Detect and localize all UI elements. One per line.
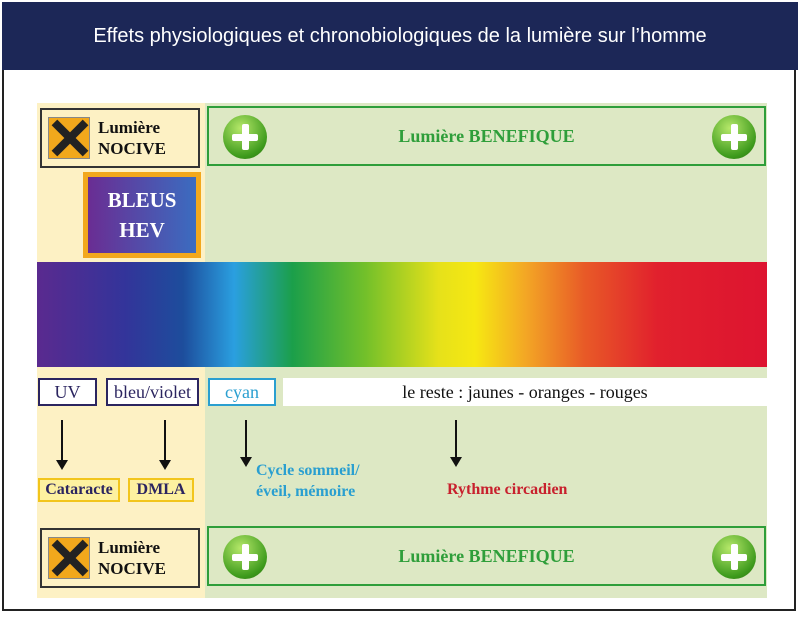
dmla-label: DMLA (128, 478, 194, 502)
cycle-line2: éveil, mémoire (256, 483, 356, 500)
page-title: Effets physiologiques et chronobiologiqu… (2, 2, 798, 70)
benefique-box-bottom: Lumière BENEFIQUE (207, 526, 766, 586)
nocive-line2: NOCIVE (98, 139, 167, 158)
cataracte-label: Cataracte (38, 478, 120, 502)
nocive-line2: NOCIVE (98, 559, 167, 578)
arrow-down-icon (240, 420, 252, 467)
hazard-x-icon (48, 537, 90, 579)
plus-icon (712, 535, 756, 579)
reste-label: le reste : jaunes - oranges - rouges (283, 378, 767, 406)
cyan-label: cyan (208, 378, 276, 406)
nocive-line1: Lumière (98, 118, 161, 137)
bleus-hev-box: BLEUS HEV (83, 172, 201, 258)
bleus-line2: HEV (119, 218, 165, 242)
bleus-line1: BLEUS (107, 188, 177, 212)
hazard-x-icon (48, 117, 90, 159)
arrow-down-icon (159, 420, 171, 470)
uv-label: UV (38, 378, 97, 406)
bleu-violet-label: bleu/violet (106, 378, 199, 406)
plus-icon (223, 115, 267, 159)
plus-icon (712, 115, 756, 159)
nocive-line1: Lumière (98, 538, 161, 557)
cycle-sommeil-text: Cycle sommeil/ éveil, mémoire (256, 460, 360, 502)
benefique-label: Lumière BENEFIQUE (398, 125, 575, 146)
arrow-down-icon (56, 420, 68, 470)
cycle-line1: Cycle sommeil/ (256, 462, 360, 479)
light-spectrum (37, 262, 767, 367)
arrow-down-icon (450, 420, 462, 467)
plus-icon (223, 535, 267, 579)
benefique-box-top: Lumière BENEFIQUE (207, 106, 766, 166)
rythme-circadien-text: Rythme circadien (447, 481, 568, 498)
benefique-label: Lumière BENEFIQUE (398, 545, 575, 566)
